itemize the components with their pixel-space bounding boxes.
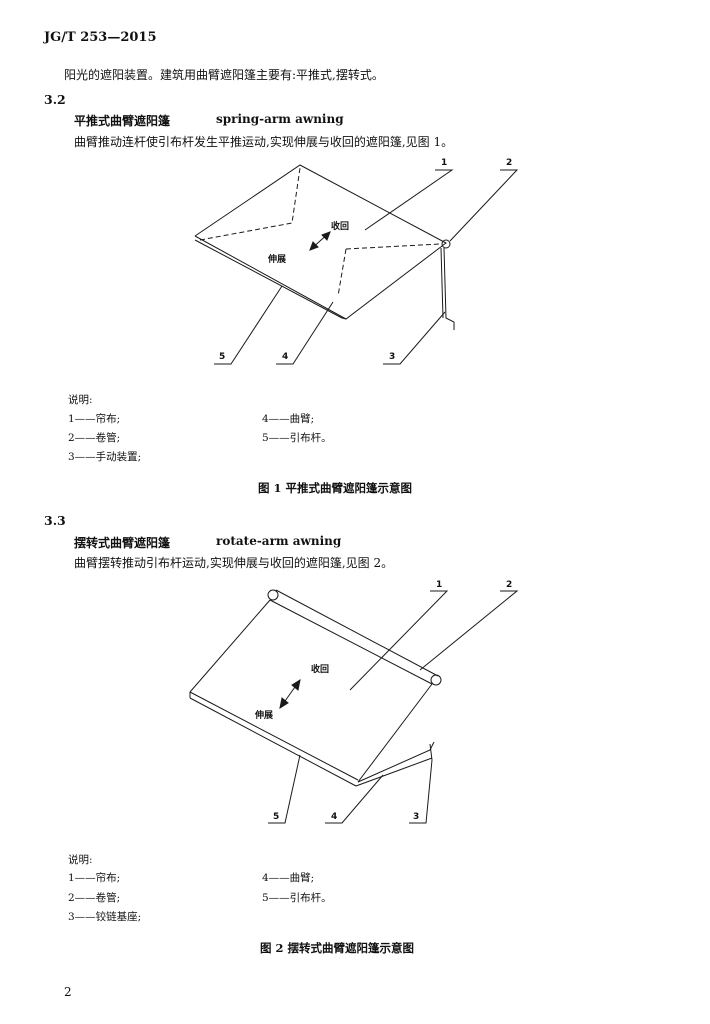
legend-item: 1——帘布; — [68, 413, 121, 425]
legend-title-fig2: 说明: — [68, 854, 93, 866]
fig2-leader-4 — [325, 774, 384, 824]
fig1-retract-label: 收回 — [331, 222, 350, 232]
figure-1-caption: 图 1 平推式曲臂遮阳篷示意图 — [258, 481, 413, 495]
fig1-extend-label: 伸展 — [268, 255, 287, 265]
fig1-arm-extended — [337, 248, 347, 297]
fig1-callout-1: 1 — [441, 158, 448, 168]
fig1-roller-tube — [441, 239, 451, 249]
term-cn-3-2: 平推式曲臂遮阳篷 — [74, 114, 171, 128]
fig1-fabric-outline — [194, 164, 447, 320]
fig1-leader-2 — [449, 169, 519, 242]
fig2-leader-5 — [268, 754, 301, 824]
fig2-extend-label: 伸展 — [255, 711, 274, 721]
definition-3-3: 曲臂摆转推动引布杆运动,实现伸展与收回的遮阳篷,见图 2。 — [74, 556, 394, 570]
fig2-roller-tube — [275, 589, 439, 677]
section-number-3-3: 3.3 — [44, 513, 66, 528]
fig2-callout-4: 4 — [331, 812, 338, 822]
fig2-arm — [357, 741, 435, 783]
fig1-leader-1 — [364, 169, 454, 231]
fig2-fabric-right-edge — [357, 683, 433, 783]
fig1-leader-5 — [214, 285, 283, 365]
fig2-fabric-left-edge — [189, 599, 271, 693]
fig1-callout-2: 2 — [506, 158, 513, 168]
fig2-callout-5: 5 — [273, 812, 280, 822]
fig1-callout-5: 5 — [219, 352, 226, 362]
fig1-arm-retracted — [199, 167, 301, 241]
legend-item: 3——铰链基座; — [68, 911, 142, 923]
term-cn-3-3: 摆转式曲臂遮阳篷 — [74, 536, 171, 550]
fig2-leader-3 — [409, 759, 433, 824]
fig1-draw-bar — [194, 239, 343, 319]
legend-item: 4——曲臂; — [262, 413, 315, 425]
fig1-crank — [443, 247, 455, 330]
fig2-callout-1: 1 — [436, 580, 443, 590]
page-number: 2 — [64, 985, 72, 999]
document-id: JG/T 253—2015 — [44, 30, 157, 45]
fig1-leader-3 — [383, 311, 446, 365]
term-en-3-3: rotate-arm awning — [216, 534, 342, 548]
fig1-leader-4 — [276, 301, 334, 365]
legend-item: 2——卷管; — [68, 892, 121, 904]
fig2-leader-2 — [419, 590, 519, 671]
legend-title-fig1: 说明: — [68, 394, 93, 406]
legend-item: 4——曲臂; — [262, 872, 315, 884]
section-number-3-2: 3.2 — [44, 92, 66, 107]
fig1-callout-4: 4 — [282, 352, 289, 362]
fig1-callout-3: 3 — [389, 352, 396, 362]
definition-3-2: 曲臂推动连杆使引布杆发生平推运动,实现伸展与收回的遮阳篷,见图 1。 — [74, 135, 454, 149]
legend-item: 5——引布杆。 — [262, 892, 332, 904]
fig2-hinge-base — [429, 743, 433, 761]
term-en-3-2: spring-arm awning — [216, 112, 344, 126]
legend-item: 1——帘布; — [68, 872, 121, 884]
legend-item: 3——手动装置; — [68, 451, 142, 463]
legend-item: 5——引布杆。 — [262, 432, 332, 444]
legend-item: 2——卷管; — [68, 432, 121, 444]
fig2-retract-label: 收回 — [311, 665, 330, 675]
fig2-leader-1 — [349, 590, 449, 691]
intro-line: 阳光的遮阳装置。建筑用曲臂遮阳篷主要有:平推式,摆转式。 — [64, 68, 384, 82]
figure-2-caption: 图 2 摆转式曲臂遮阳篷示意图 — [260, 941, 415, 955]
fig2-draw-bar — [189, 691, 359, 781]
fig2-callout-3: 3 — [413, 812, 420, 822]
fig2-callout-2: 2 — [506, 580, 513, 590]
